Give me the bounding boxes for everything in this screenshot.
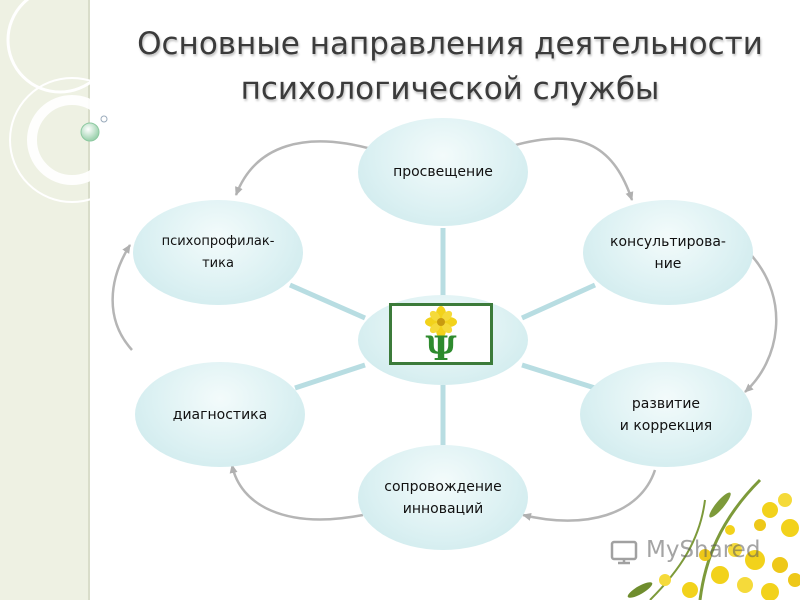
spokes: [288, 228, 597, 445]
spoke-diagn: [294, 362, 366, 391]
left-decor-edge: [88, 0, 90, 600]
node-psikhoprofilaktika: психопрофилак- тика: [133, 200, 303, 305]
node-diagnostika: диагностика: [135, 362, 305, 467]
left-decor-rings: [6, 0, 135, 203]
flower-decor: [627, 478, 800, 600]
watermark-icon: [610, 540, 638, 565]
node-prosveshchenie: просвещение: [358, 118, 528, 226]
arrow-soprov-diagn: [229, 464, 364, 521]
arrow-psikho-diagn: [111, 244, 133, 351]
spoke-konsult: [520, 282, 597, 321]
spoke-psikho: [288, 282, 367, 321]
psi-symbol: Ψ: [425, 329, 456, 362]
watermark-text: MyShared: [646, 537, 761, 563]
node-razvitie: развитие и коррекция: [580, 362, 752, 467]
decor-bead: [80, 122, 100, 142]
cycle-arrows: [111, 137, 778, 522]
arrow-prosv-konsult: [511, 137, 634, 201]
node-prosveshchenie-label: просвещение: [393, 164, 493, 180]
node-konsultirovanie: консультирова- ние: [583, 200, 753, 305]
node-razvitie-label: развитие и коррекция: [619, 395, 713, 434]
node-soprovozhdenie: сопровождение инноваций: [358, 445, 528, 550]
node-psikhoprofilaktika-label: психопрофилак- тика: [161, 233, 275, 271]
psi-flower-icon: Ψ: [425, 306, 457, 369]
arrow-prosv-psikho: [234, 140, 376, 196]
page-title: Основные направления деятельности психол…: [100, 22, 800, 112]
spoke-razvitie: [521, 362, 596, 391]
psychology-logo: Ψ: [389, 303, 493, 369]
arrow-razvitie-soprov: [522, 469, 657, 522]
title-line-1: Основные направления деятельности: [137, 26, 763, 62]
node-soprovozhdenie-label: сопровождение инноваций: [384, 478, 502, 517]
node-konsultirovanie-label: консультирова- ние: [610, 233, 726, 272]
title-line-2: психологической службы: [240, 71, 660, 107]
node-diagnostika-label: диагностика: [172, 406, 268, 423]
arrow-konsult-razvitie: [744, 255, 778, 393]
